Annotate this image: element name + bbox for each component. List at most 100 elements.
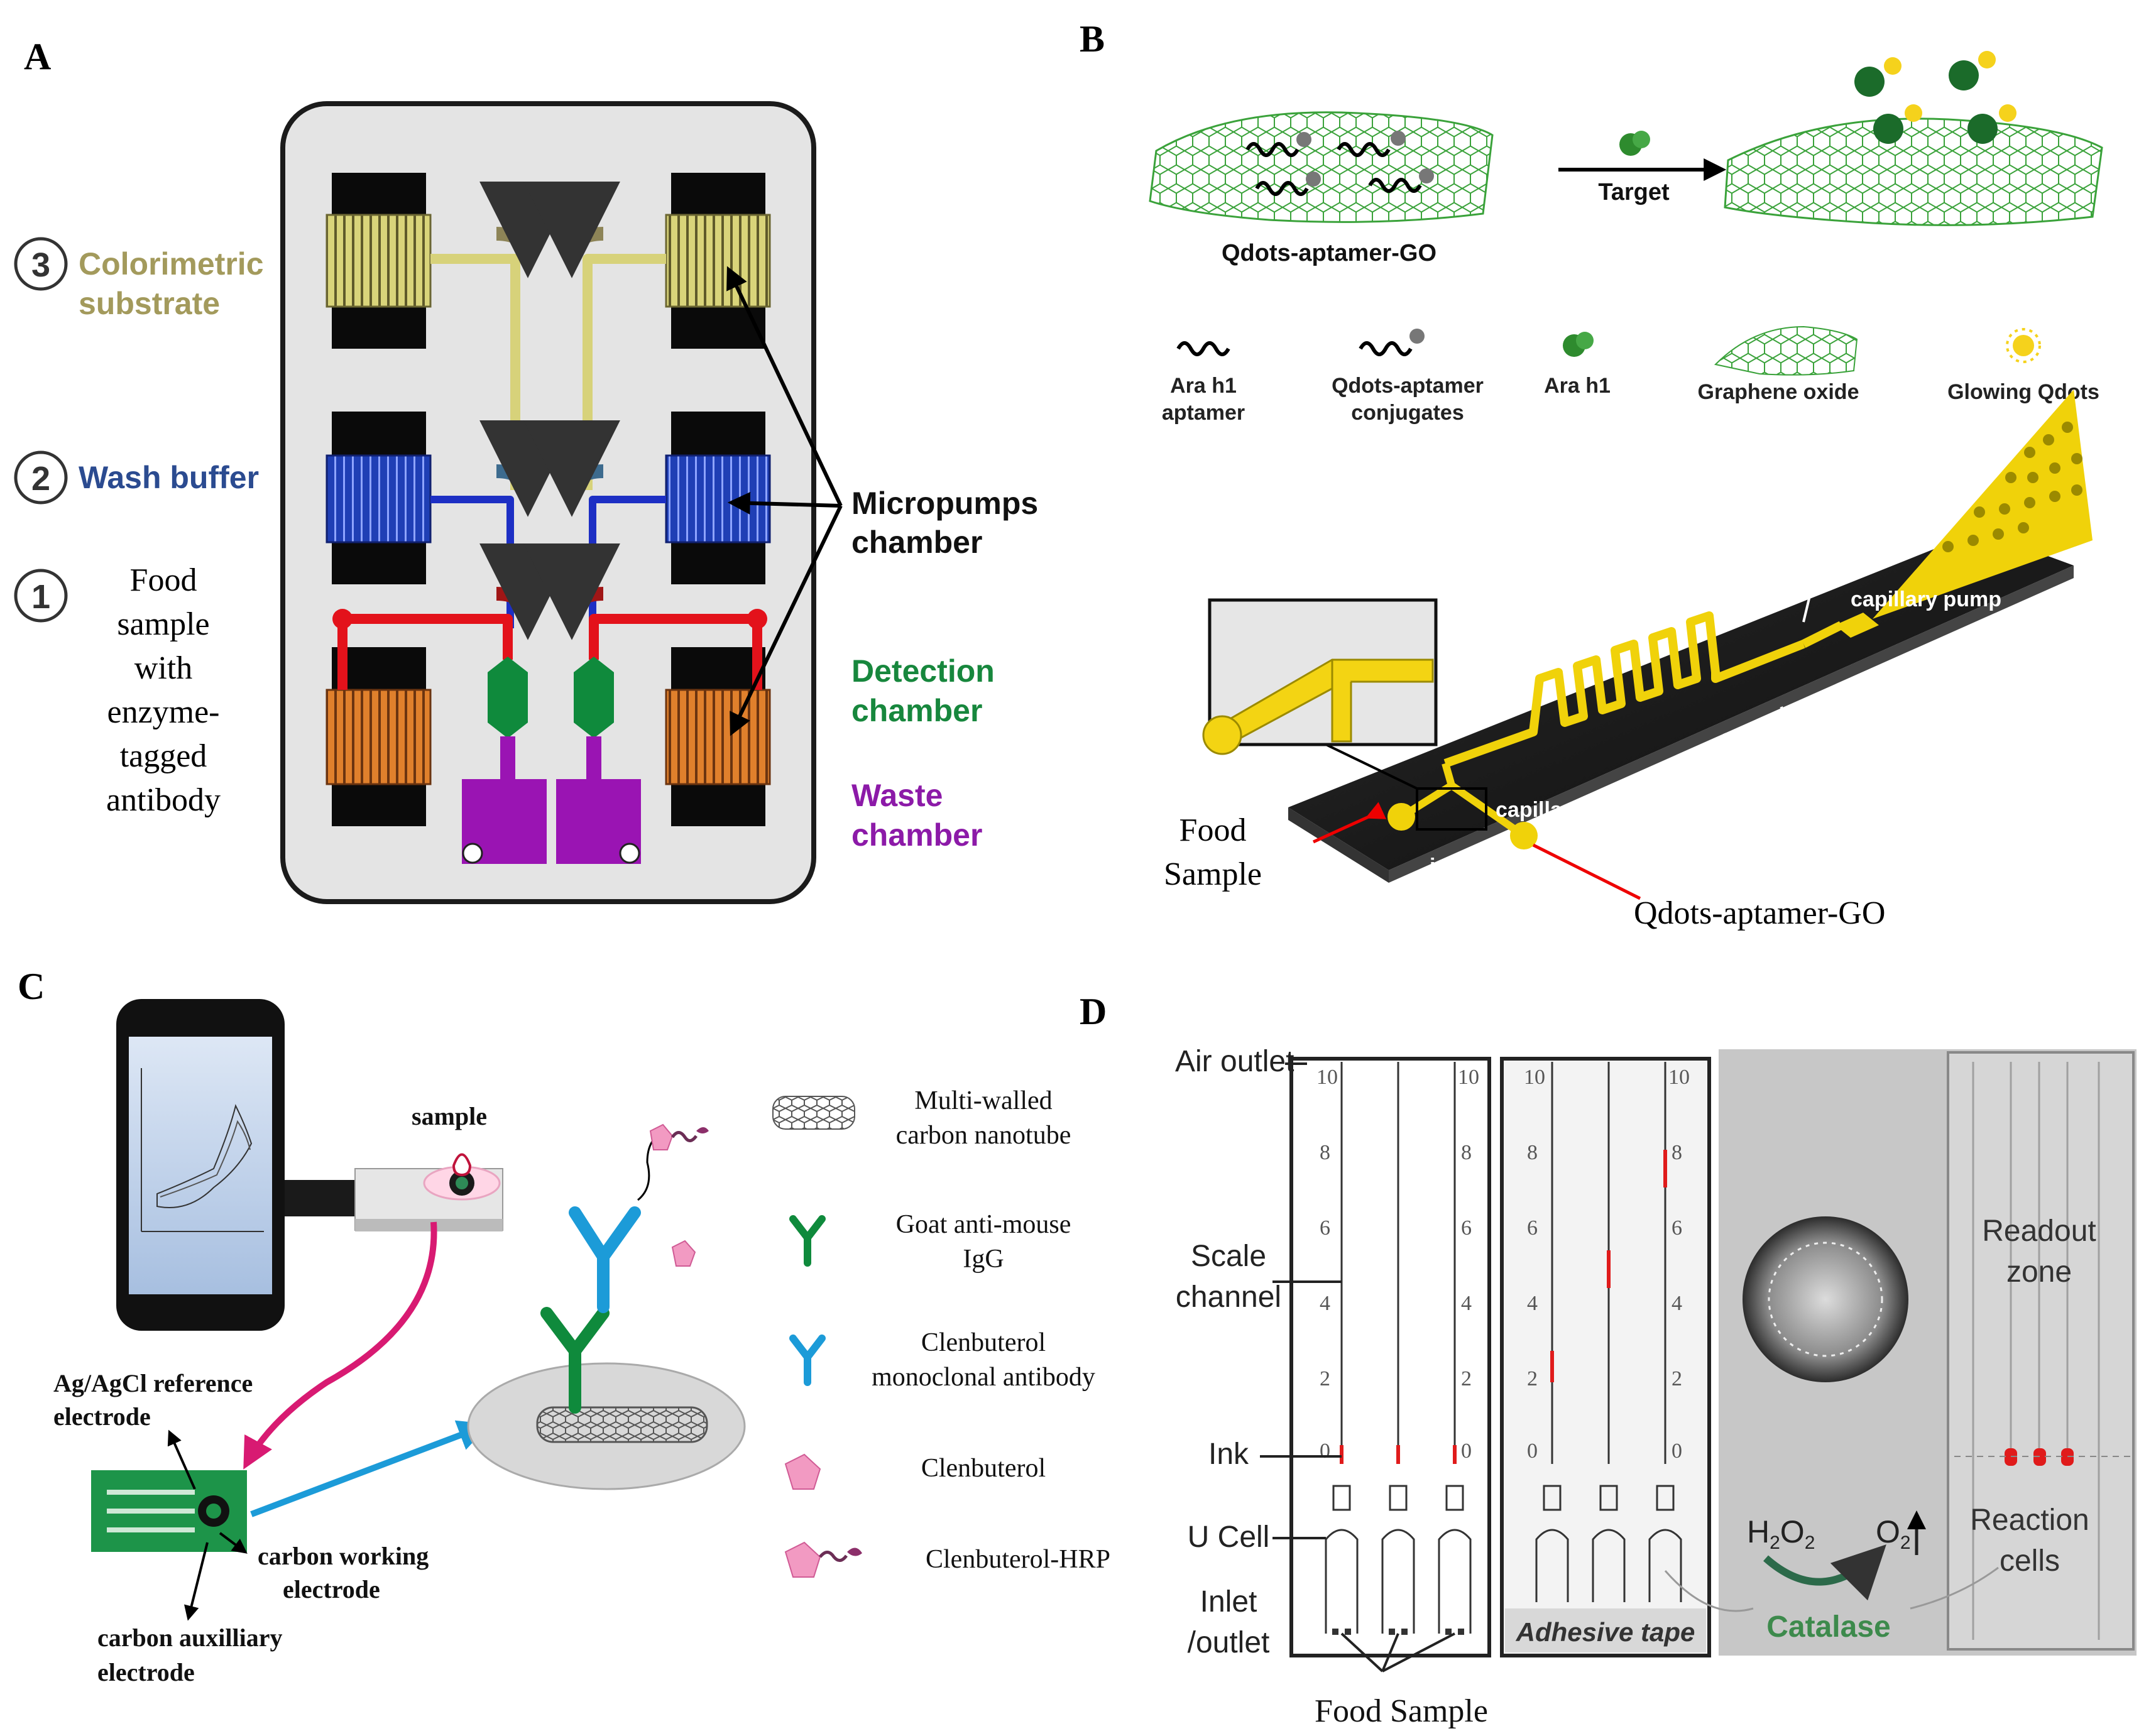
sensing-channel — [1801, 621, 1844, 648]
cnt-on-surface — [536, 1406, 708, 1443]
cv-plot — [141, 1068, 264, 1232]
sample-reservoir-right — [665, 689, 771, 785]
svg-text:U Cell: U Cell — [1188, 1520, 1270, 1554]
svg-text:Food: Food — [130, 562, 197, 598]
blue-antibody-icon — [789, 1335, 826, 1386]
substrate-reservoir-left — [326, 214, 432, 308]
food-sample-label-d: Food Sample — [1315, 1693, 1488, 1729]
sensing-well-label: sensing well — [1690, 567, 1817, 591]
svg-text:electrode: electrode — [97, 1658, 195, 1686]
svg-text:Clenbuterol: Clenbuterol — [921, 1328, 1046, 1357]
waste-vent-right — [619, 843, 640, 864]
micropump-blocks-left — [332, 173, 426, 826]
scale-channels — [1340, 1062, 1666, 1464]
step-3: 3 Colorimetric substrate — [14, 237, 264, 321]
wash-reservoir-right — [665, 454, 771, 543]
svg-text:Clenbuterol: Clenbuterol — [921, 1454, 1046, 1483]
antibody-stack — [540, 1206, 641, 1414]
micropumps-label-2: chamber — [851, 525, 982, 560]
capillary-pump-label: capillary pump — [1851, 587, 2001, 611]
svg-text:6: 6 — [1320, 1216, 1330, 1240]
legend-b-2b: conjugates — [1351, 401, 1464, 425]
svg-text:3: 3 — [31, 246, 50, 284]
sample-drop-icon — [452, 1153, 472, 1177]
svg-text:O2: O2 — [1876, 1514, 1911, 1553]
panel-a-right-labels: Micropumps chamber Detection chamber Was… — [851, 486, 1038, 853]
valve-inset — [1202, 598, 1438, 755]
glowing-qdot-icon — [2006, 328, 2041, 363]
svg-text:Reaction: Reaction — [1970, 1504, 2089, 1537]
legend-b-4a: Graphene oxide — [1698, 380, 1859, 404]
svg-text:zone: zone — [2006, 1255, 2072, 1289]
svg-text:Ag/AgCl reference: Ag/AgCl reference — [53, 1369, 253, 1397]
schematic-chip — [1289, 1057, 1491, 1657]
svg-text:10: 10 — [1458, 1066, 1479, 1089]
svg-text:carbon working: carbon working — [258, 1542, 429, 1570]
svg-text:1: 1 — [31, 578, 50, 616]
svg-text:10: 10 — [1524, 1066, 1545, 1089]
food-sample-label-2: Sample — [1164, 856, 1262, 892]
sample-reservoir-left — [326, 689, 432, 785]
svg-text:Air outlet: Air outlet — [1175, 1045, 1294, 1078]
mixing-channel — [1443, 611, 1805, 768]
svg-text:8: 8 — [1320, 1141, 1330, 1164]
svg-text:2: 2 — [31, 460, 50, 498]
svg-text:H2O2: H2O2 — [1747, 1514, 1815, 1553]
svg-text:enzyme-: enzyme- — [107, 694, 219, 730]
svg-text:channel: channel — [1176, 1280, 1281, 1314]
svg-text:0: 0 — [1527, 1439, 1538, 1463]
scheme-legend: Ara h1 aptamer Qdots-aptamer conjugates … — [1162, 325, 2099, 425]
svg-text:8: 8 — [1527, 1141, 1538, 1164]
panel-c-letter: C — [18, 966, 45, 1007]
target-label: Target — [1598, 179, 1670, 205]
svg-text:electrode: electrode — [53, 1402, 151, 1431]
panel-d-left-labels: Air outlet Scale channel Ink U Cell Inle… — [1175, 1045, 1294, 1659]
electrode-pointers — [167, 1429, 248, 1621]
flow-arrows-yellow — [479, 181, 621, 278]
pentagon-hrp-icon — [784, 1541, 862, 1578]
capillary-valve-label: capillary valve — [1496, 798, 1642, 822]
sample-inlet-right — [747, 609, 767, 629]
pentagon-icon — [784, 1453, 821, 1490]
sample-inlet-left — [332, 609, 353, 629]
svg-text:monoclonal antibody: monoclonal antibody — [872, 1363, 1095, 1392]
ink-marks — [1340, 1150, 1667, 1464]
graphene-oxide-icon — [1714, 325, 1858, 376]
food-sample-label-1: Food — [1179, 812, 1247, 848]
wash-reservoir-left — [326, 454, 432, 543]
svg-text:carbon nanotube: carbon nanotube — [896, 1121, 1071, 1150]
photo-chip — [1947, 1051, 2135, 1651]
micropumps-label-1: Micropumps — [851, 486, 1038, 521]
detection-chamber-right — [574, 657, 614, 738]
panel-a: A — [14, 36, 1038, 904]
ara-h1-icon — [1563, 332, 1594, 357]
svg-text:carbon auxilliary: carbon auxilliary — [97, 1624, 282, 1652]
aptamer-icon — [1176, 341, 1230, 356]
aptamer-squiggles — [1245, 142, 1422, 196]
qdots-pointer — [1532, 843, 1641, 900]
step-3-label-2: substrate — [79, 286, 220, 321]
screen-printed-electrode — [91, 1470, 247, 1552]
substrate-reservoir-right — [665, 214, 771, 308]
nanotube-icon — [772, 1096, 855, 1130]
panel-d-leaders — [1260, 1062, 1455, 1673]
capillary-pump — [1873, 390, 2093, 619]
svg-text:4: 4 — [1320, 1292, 1330, 1315]
sample-label: sample — [412, 1102, 487, 1130]
svg-text:2: 2 — [1527, 1367, 1538, 1390]
adhesive-tape-label: Adhesive tape — [1516, 1617, 1695, 1647]
svg-text:0: 0 — [1672, 1439, 1682, 1463]
waste-vent-left — [462, 843, 483, 864]
panel-c: C sample — [18, 966, 1110, 1686]
svg-text:Inlet: Inlet — [1200, 1585, 1257, 1619]
svg-text:4: 4 — [1527, 1292, 1538, 1315]
flow-arrows-red — [479, 543, 621, 640]
inlets-label: inlets — [1430, 854, 1486, 878]
svg-text:Clenbuterol-HRP: Clenbuterol-HRP — [926, 1545, 1110, 1574]
svg-text:2: 2 — [1672, 1367, 1682, 1390]
electrode-labels: Ag/AgCl reference electrode carbon worki… — [53, 1369, 429, 1686]
waste-neck-right — [586, 736, 601, 780]
step-2-label: Wash buffer — [79, 460, 259, 495]
svg-text:Ink: Ink — [1208, 1438, 1249, 1471]
photo-chip-channels — [1972, 1062, 2100, 1640]
